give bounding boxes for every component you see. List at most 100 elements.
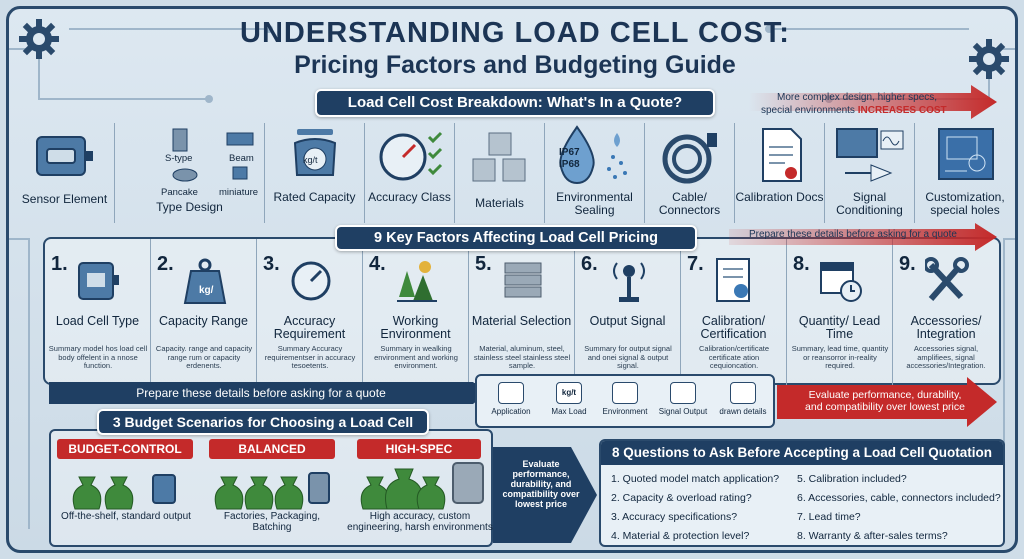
subtype-miniature: miniature: [219, 187, 259, 198]
factor-number: 6.: [581, 253, 598, 275]
breakdown-label: Sensor Element: [21, 192, 108, 206]
scale-icon: [293, 129, 337, 176]
prepare-note-arrow: [729, 223, 997, 251]
breakdown-item-environmental-sealing: IP67 IP68 Environmental Sealing: [545, 123, 645, 223]
question-item: 5. Calibration included?: [797, 473, 907, 485]
questions-panel: 8 Questions to Ask Before Accepting a Lo…: [599, 439, 1005, 547]
prepare-note: Prepare these details before asking for …: [749, 229, 957, 240]
breakdown-item-sensor-element: Sensor Element: [15, 123, 115, 223]
breakdown-item-rated-capacity: kg/t Rated Capacity: [265, 123, 365, 223]
load-cell-icon: [78, 262, 119, 300]
factor-title: Material Selection: [471, 314, 572, 328]
increase-cost-note-line1: More complex design, higher specs,: [777, 92, 938, 103]
scenario-desc: Off-the-shelf, standard output: [61, 511, 191, 522]
scenario-desc: Factories, Packaging, Batching: [223, 511, 321, 533]
tools-icon: [925, 257, 969, 301]
detail-max-load: kg/t Max Load: [541, 382, 597, 416]
scenario-tag-balanced: BALANCED: [209, 439, 335, 459]
factor-title: Load Cell Type: [55, 314, 140, 328]
money-bags-icon: [214, 472, 330, 510]
page-title: UNDERSTANDING LOAD CELL COST:: [240, 17, 790, 49]
breakdown-label: Signal Conditioning: [836, 190, 903, 217]
type-design-icon: [172, 128, 254, 182]
evaluate-arrow: [777, 377, 997, 427]
breakdown-label: Materials: [475, 196, 524, 210]
breakdown-label: Rated Capacity: [273, 190, 356, 204]
increase-cost-note-line2: special environments INCREASES COST: [761, 105, 947, 116]
question-item: 8. Warranty & after-sales terms?: [797, 530, 948, 542]
breakdown-banner: Load Cell Cost Breakdown: What's In a Qu…: [315, 89, 715, 117]
factor-title: Accuracy Requirement: [273, 314, 346, 341]
factor-number: 9.: [899, 253, 916, 275]
sensor-icon: [36, 136, 93, 176]
evaluate-line2: and compatibility over lowest price: [805, 401, 965, 413]
factor-desc: Summary in wealking environment and work…: [374, 344, 458, 370]
factor-desc: Material, aluminum, steel, stainless ste…: [473, 344, 571, 370]
detail-label: Environment: [602, 407, 648, 416]
breakdown-item-customization: Customization, special holes: [915, 123, 1015, 223]
evaluate-line1: Evaluate performance, durability,: [808, 389, 962, 401]
subtype-beam: Beam: [229, 153, 254, 164]
factor-desc: Capacity. range and capacity range rum o…: [155, 344, 253, 370]
application-icon: [498, 382, 524, 404]
breakdown-item-calibration-docs: Calibration Docs: [735, 123, 825, 223]
scenarios-banner: 3 Budget Scenarios for Choosing a Load C…: [97, 409, 429, 435]
increase-cost-highlight: INCREASES COST: [857, 105, 947, 116]
ip67-text: IP67: [559, 147, 580, 158]
factor-desc: Summary, lead time, quantity or reansorr…: [791, 344, 889, 370]
factor-number: 5.: [475, 253, 492, 275]
question-item: 6. Accessories, cable, connectors includ…: [797, 492, 1001, 504]
factor-desc: Accessories signal, amplifiees, signal a…: [906, 344, 986, 370]
detail-drawn-details: drawn details: [713, 382, 773, 416]
factor-capacity-range: 2. kg/ Capacity Range Capacity. range an…: [151, 239, 257, 385]
environment-icon: [397, 261, 437, 302]
drawing-icon: [730, 382, 756, 404]
factor-number: 7.: [687, 253, 704, 275]
detail-label: Application: [491, 407, 531, 416]
factor-desc: Summary model hos load cell body offelen…: [48, 344, 148, 370]
signal-icon: [613, 262, 645, 302]
money-bags-icon: [360, 462, 484, 510]
factor-title: Calibration/ Certification: [700, 314, 767, 341]
factor-desc: Summary Accuracy requirementser in accur…: [264, 344, 356, 370]
breakdown-label: Environmental Sealing: [556, 190, 633, 217]
breakdown-item-accuracy-class: Accuracy Class: [365, 123, 455, 223]
detail-signal-output: Signal Output: [653, 382, 713, 416]
key-factors-panel: 1. Load Cell Type Summary model hos load…: [43, 237, 1001, 385]
question-item: 2. Capacity & overload rating?: [611, 492, 752, 504]
questions-title: 8 Questions to Ask Before Accepting a Lo…: [601, 441, 1003, 465]
factor-accessories-integration: 9. Accessories/ Integration Accessories …: [893, 239, 999, 385]
factor-title: Capacity Range: [159, 314, 248, 328]
drop-icon: [559, 125, 627, 185]
factor-title: Accessories/ Integration: [910, 314, 982, 341]
breakdown-label: Calibration Docs: [735, 190, 824, 204]
weight-icon: [183, 258, 227, 304]
evaluate-text: Evaluate performance, durability, and co…: [785, 389, 985, 413]
infographic-frame: UNDERSTANDING LOAD CELL COST: Pricing Fa…: [6, 6, 1018, 553]
factor-accuracy-requirement: 3. Accuracy Requirement Summary Accuracy…: [257, 239, 363, 385]
detail-label: Max Load: [551, 407, 587, 416]
factor-title: Working Environment: [380, 314, 451, 341]
subtype-pancake: Pancake: [161, 187, 198, 198]
breakdown-item-type-design: S-type Beam Pancake miniature Type Desig…: [115, 123, 265, 223]
factor-number: 1.: [51, 253, 68, 275]
scenario-arrow-text: Evaluate performance, durability, and co…: [502, 459, 580, 509]
detail-environment: Environment: [597, 382, 653, 416]
breakdown-label: Accuracy Class: [368, 190, 451, 204]
money-bags-icon: [72, 474, 176, 510]
factor-load-cell-type: 1. Load Cell Type Summary model hos load…: [45, 239, 151, 385]
factor-calibration-certification: 7. Calibration/ Certification Calibratio…: [681, 239, 787, 385]
weight-icon-text: kg/: [199, 285, 214, 296]
quote-details-box: Application kg/t Max Load Environment Si…: [475, 374, 775, 428]
factors-banner: 9 Key Factors Affecting Load Cell Pricin…: [335, 225, 697, 251]
prepare-bar: Prepare these details before asking for …: [49, 382, 487, 404]
question-item: 4. Material & protection level?: [611, 530, 750, 542]
calendar-icon: [820, 262, 862, 302]
breakdown-item-materials: Materials: [455, 123, 545, 223]
factor-working-environment: 4. Working Environment Summary in wealki…: [363, 239, 469, 385]
factor-number: 4.: [369, 253, 386, 275]
factor-title: Output Signal: [589, 314, 666, 328]
factor-desc: Summary for output signal and onei signa…: [584, 344, 672, 370]
factor-quantity-lead-time: 8. Quantity/ Lead Time Summary, lead tim…: [787, 239, 893, 385]
circuit-icon: [836, 128, 904, 182]
